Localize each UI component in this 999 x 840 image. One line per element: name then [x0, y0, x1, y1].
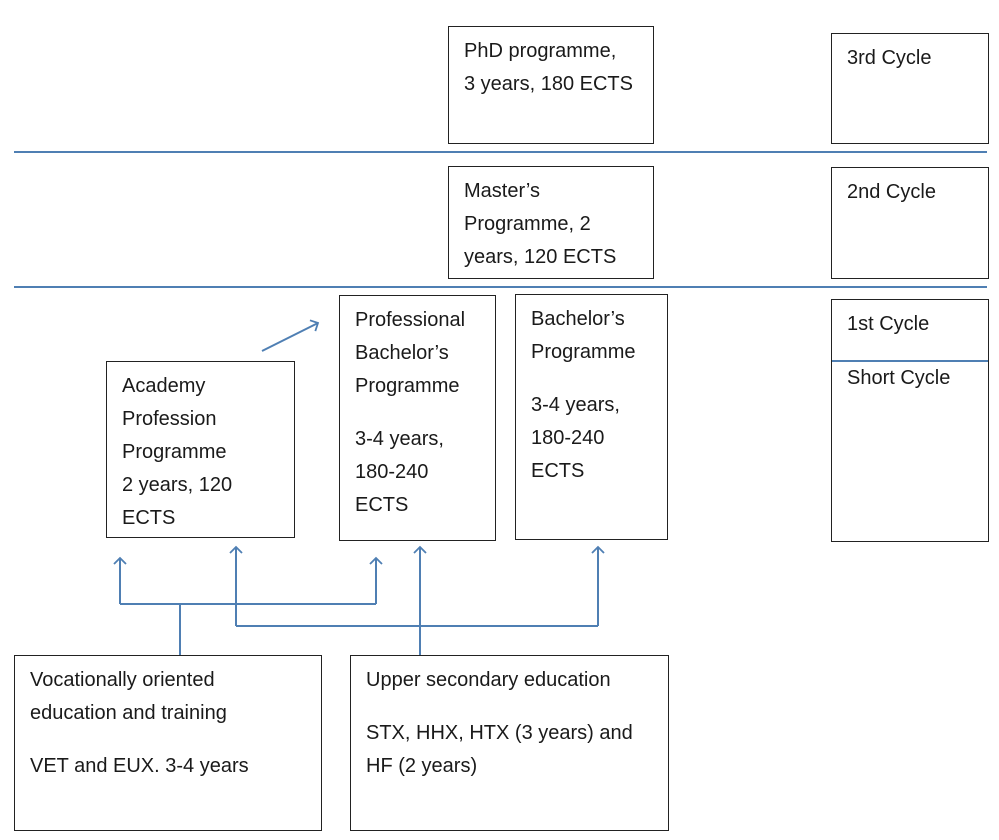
prof-bachelor-detail-3: ECTS [355, 494, 409, 516]
third-cycle-box: 3rd Cycle [831, 33, 989, 144]
bachelor-title-1: Bachelor’s [531, 308, 625, 330]
first-short-cycle-divider [832, 360, 988, 362]
bachelor-title-2: Programme [531, 341, 636, 363]
bachelor-detail-3: ECTS [531, 460, 585, 482]
masters-programme-box: Master’s Programme, 2 years, 120 ECTS [448, 166, 654, 279]
first-short-cycle-box: 1st Cycle Short Cycle [831, 299, 989, 542]
upper-secondary-detail-1: STX, HHX, HTX (3 years) and [366, 722, 633, 744]
academy-line-4: 2 years, 120 [122, 474, 233, 496]
upper-secondary-detail-2: HF (2 years) [366, 755, 478, 777]
vocational-title-2: education and training [30, 702, 227, 724]
academy-line-3: Programme [122, 441, 227, 463]
phd-line-2: 3 years, 180 ECTS [464, 73, 633, 95]
prof-bachelor-title-1: Professional [355, 309, 466, 331]
vocational-education-box: Vocationally oriented education and trai… [14, 655, 322, 831]
masters-line-2: Programme, 2 [464, 213, 591, 235]
bachelor-detail-1: 3-4 years, [531, 394, 620, 416]
professional-bachelor-box: Professional Bachelor’s Programme 3-4 ye… [339, 295, 496, 541]
masters-line-3: years, 120 ECTS [464, 246, 617, 268]
bachelor-programme-box: Bachelor’s Programme 3-4 years, 180-240 … [515, 294, 668, 540]
second-cycle-box: 2nd Cycle [831, 167, 989, 279]
prof-bachelor-detail-1: 3-4 years, [355, 428, 444, 450]
second-cycle-label: 2nd Cycle [847, 181, 936, 203]
academy-line-1: Academy [122, 375, 206, 397]
phd-line-1: PhD programme, [464, 40, 617, 62]
vocational-title-1: Vocationally oriented [30, 669, 215, 691]
academy-line-2: Profession [122, 408, 217, 430]
level-separator-top [14, 151, 987, 153]
prof-bachelor-title-3: Programme [355, 375, 460, 397]
upper-secondary-title: Upper secondary education [366, 669, 611, 691]
short-cycle-label: Short Cycle [847, 367, 951, 389]
upper-secondary-box: Upper secondary education STX, HHX, HTX … [350, 655, 669, 831]
bachelor-detail-2: 180-240 [531, 427, 605, 449]
first-cycle-label: 1st Cycle [847, 313, 930, 335]
academy-line-5: ECTS [122, 507, 176, 529]
arrow-academy-to-prof-bachelor [261, 319, 320, 352]
third-cycle-label: 3rd Cycle [847, 47, 932, 69]
prof-bachelor-detail-2: 180-240 [355, 461, 429, 483]
masters-line-1: Master’s [464, 180, 540, 202]
academy-profession-box: Academy Profession Programme 2 years, 12… [106, 361, 295, 538]
prof-bachelor-title-2: Bachelor’s [355, 342, 449, 364]
vocational-detail-1: VET and EUX. 3-4 years [30, 755, 249, 777]
phd-programme-box: PhD programme, 3 years, 180 ECTS [448, 26, 654, 144]
level-separator-bottom [14, 286, 987, 288]
